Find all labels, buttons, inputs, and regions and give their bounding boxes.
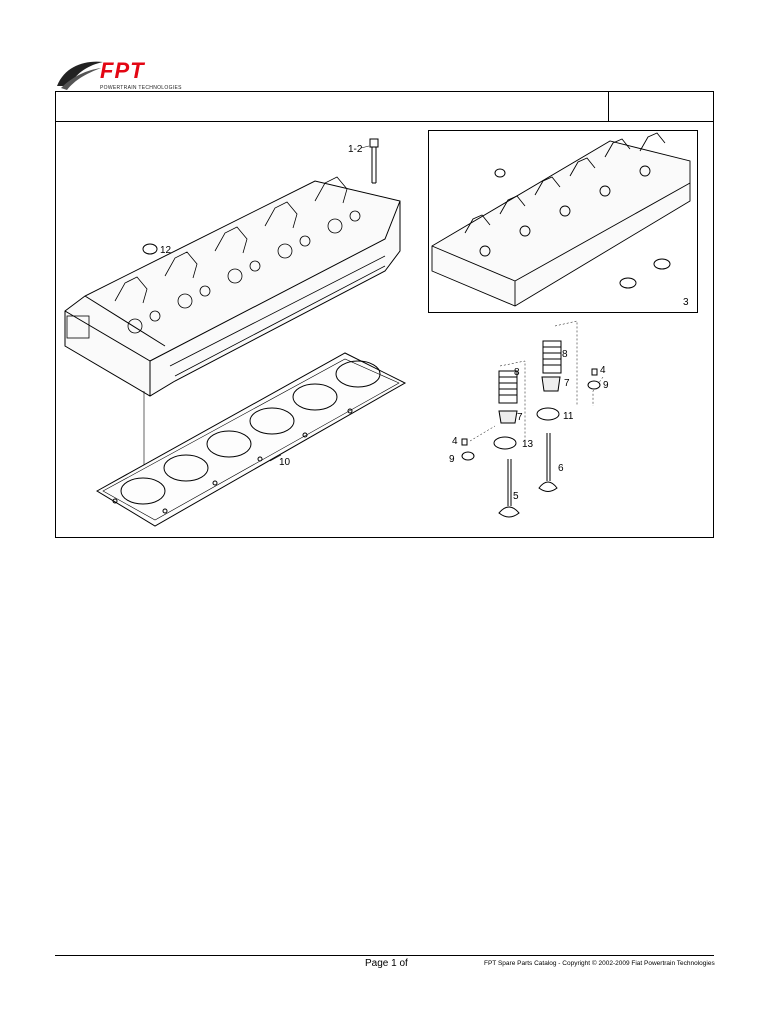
header-box <box>55 91 714 122</box>
valve-left <box>498 459 520 518</box>
callout-inset: 3 <box>683 297 689 308</box>
callout-key-left-a: 4 <box>452 436 458 447</box>
valve-spring-left <box>498 370 518 404</box>
head-bolt <box>369 138 379 184</box>
drawing-frame <box>55 121 714 538</box>
head-gasket <box>96 352 407 527</box>
callout-key-right-b: 9 <box>603 380 609 391</box>
valve-retainer-right <box>587 380 601 390</box>
callout-key-left-b: 9 <box>449 454 455 465</box>
inset-seal-b <box>653 258 671 270</box>
callout-bolt: 1-2 <box>348 144 363 155</box>
valve-key-right <box>591 368 598 376</box>
inset-ring <box>494 168 506 178</box>
spring-cap-left <box>498 410 518 424</box>
callout-key-right-a: 4 <box>600 365 606 376</box>
spring-cap-right <box>541 376 561 392</box>
valve-spring-right <box>542 340 562 374</box>
valve-retainer-left <box>461 451 475 461</box>
callout-valve-right: 6 <box>558 463 564 474</box>
callout-seal-left: 13 <box>522 439 534 450</box>
valve-seal-right <box>536 407 560 421</box>
callout-ring: 12 <box>160 245 172 256</box>
sealing-ring <box>142 243 158 255</box>
inset-seal-a <box>619 277 637 289</box>
callout-gasket: 10 <box>279 457 291 468</box>
callout-cap-left: 7 <box>517 412 523 423</box>
fpt-logo-swoosh <box>57 61 103 90</box>
logo-wordmark: FPT <box>100 58 145 83</box>
callout-cap-right: 7 <box>564 378 570 389</box>
footer-rule <box>55 955 714 956</box>
valve-key-left <box>461 438 468 446</box>
page-number: Page 1 of <box>365 958 408 969</box>
callout-spring-left: 8 <box>514 367 520 378</box>
callout-valve-left: 5 <box>513 491 519 502</box>
header-divider <box>608 91 609 122</box>
copyright-notice: FPT Spare Parts Catalog - Copyright © 20… <box>484 960 715 967</box>
inset-frame <box>428 130 698 313</box>
valve-right <box>538 433 558 492</box>
cylinder-head-inset <box>431 132 691 307</box>
callout-seal-right: 11 <box>563 411 574 422</box>
valve-seal-left <box>493 436 517 450</box>
exploded-view-drawing: 1-2 12 10 3 <box>64 132 691 527</box>
cylinder-head-main <box>64 176 401 397</box>
callout-spring-right: 8 <box>562 349 568 360</box>
logo-subtitle: POWERTRAIN TECHNOLOGIES <box>100 85 182 91</box>
